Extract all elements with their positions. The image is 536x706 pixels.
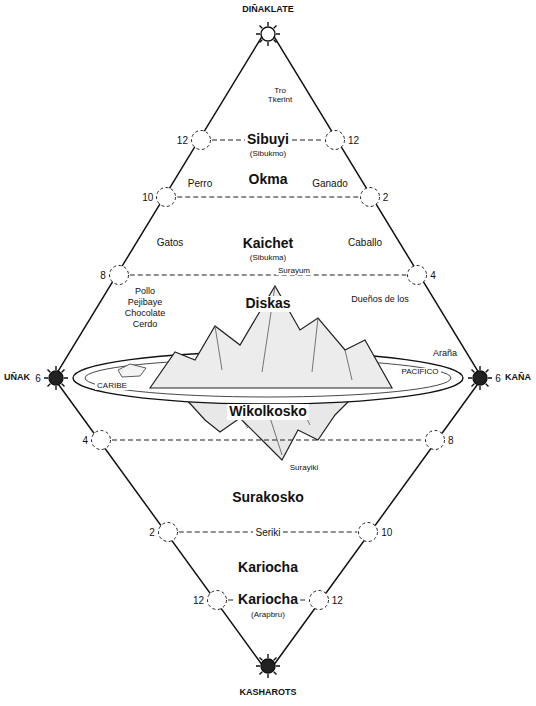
dashed-circle <box>190 129 212 151</box>
island <box>118 364 146 377</box>
hour-circle: 10 <box>142 186 177 208</box>
dashed-circle <box>155 186 177 208</box>
hour-circle: 12 <box>177 129 212 151</box>
mountain-shading <box>215 286 352 380</box>
dashed-circle <box>90 429 112 451</box>
layer-name: Kariocha <box>236 592 300 607</box>
hour-number: 2 <box>149 527 155 538</box>
sun-symbol <box>256 22 280 46</box>
hour-number: 2 <box>383 192 389 203</box>
being-label: Ganado <box>312 178 348 189</box>
vertex-label: DIÑAKLATE <box>242 5 293 15</box>
layer-name: Wikolkosko <box>227 404 309 419</box>
being-label: Pollo <box>135 287 155 297</box>
vertex-label: KASHAROTS <box>239 688 296 698</box>
dashed-circle <box>206 589 228 611</box>
hour-line <box>112 440 424 441</box>
being-label: Gatos <box>157 237 184 248</box>
dashed-circle <box>324 129 346 151</box>
hour-circle: 2 <box>359 186 389 208</box>
underworld-mountains <box>185 398 352 460</box>
being-label: Caballo <box>348 237 382 248</box>
hour-number: 12 <box>193 595 204 606</box>
hour-circle: 8 <box>424 429 454 451</box>
layer-name: Kariocha <box>238 560 298 575</box>
dashed-circle <box>308 589 330 611</box>
hour-circle: 2 <box>149 521 179 543</box>
hour-circle: 8 <box>100 264 130 286</box>
layer-alias: (Sibukmo) <box>250 150 286 159</box>
hour-line <box>177 197 358 198</box>
layer-name: Diskas <box>243 296 292 311</box>
being-label: Dueños de los <box>351 295 409 305</box>
being-label: Araña <box>433 349 457 359</box>
hour-number: 4 <box>430 270 436 281</box>
hour-number: 10 <box>381 527 392 538</box>
being-label: Cerdo <box>133 320 158 330</box>
cosmos-outline-inner <box>56 30 480 670</box>
sun-symbol <box>44 366 68 390</box>
hour-circle: 12 <box>193 589 228 611</box>
hour-number: 6 <box>495 373 501 384</box>
hour-number: 12 <box>348 135 359 146</box>
place-label: Surayum <box>276 267 312 276</box>
hour-line <box>130 275 407 276</box>
dashed-circle <box>406 264 428 286</box>
hour-number: 12 <box>177 135 188 146</box>
hour-circle: 4 <box>406 264 436 286</box>
being-label: Perro <box>188 178 212 189</box>
hour-number: 4 <box>82 435 88 446</box>
layer-name: Okma <box>249 172 288 187</box>
place-label: Surayiki <box>290 464 318 473</box>
hour-number: 12 <box>332 595 343 606</box>
hour-circle: 12 <box>324 129 359 151</box>
sea-label: PACIFICO <box>399 368 440 377</box>
cosmos-outline <box>56 30 480 670</box>
being-label: Chocolate <box>125 309 166 319</box>
layer-alias: (Arapbru) <box>251 611 285 620</box>
hour-number: 8 <box>100 270 106 281</box>
sea-label: CARIBE <box>95 382 129 391</box>
dashed-circle <box>359 186 381 208</box>
vertex-label: KAÑA <box>505 373 531 383</box>
layer-name: Surakosko <box>232 490 304 505</box>
hour-number: 8 <box>448 435 454 446</box>
dashed-circle <box>108 264 130 286</box>
being-label: Pejibaye <box>128 298 163 308</box>
hour-circle: 10 <box>357 521 392 543</box>
layer-note: Seriki <box>253 527 282 538</box>
dashed-circle <box>357 521 379 543</box>
dashed-circle <box>424 429 446 451</box>
sun-symbol <box>468 366 492 390</box>
layer-name: Kaichet <box>243 236 294 251</box>
hour-number: 6 <box>35 373 41 384</box>
dashed-circle <box>157 521 179 543</box>
sun-symbol <box>256 654 280 678</box>
vertex-label: UÑAK <box>4 373 30 383</box>
hour-circle: 12 <box>308 589 343 611</box>
layer-name: Sibuyi <box>245 132 291 147</box>
hour-circle: 4 <box>82 429 112 451</box>
layer-note: Tro Tkerint <box>262 87 298 105</box>
layer-alias: (Sibukma) <box>250 254 286 263</box>
hour-number: 10 <box>142 192 153 203</box>
